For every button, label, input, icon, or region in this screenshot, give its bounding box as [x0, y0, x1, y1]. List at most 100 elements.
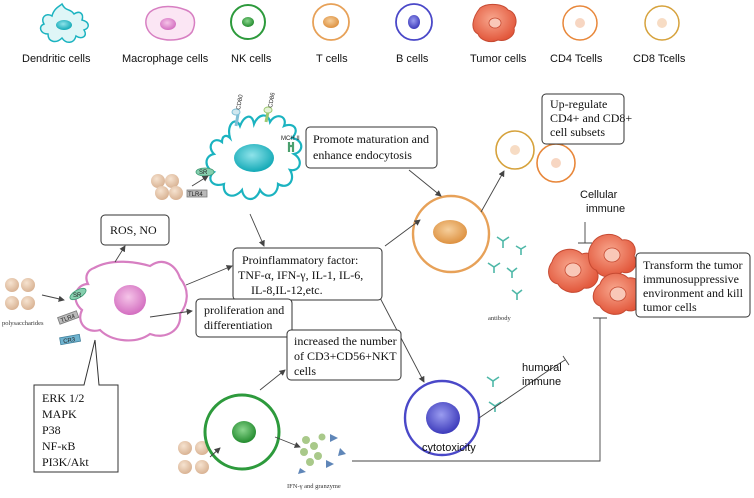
box-proliferation-line1: proliferation and: [204, 303, 284, 317]
box-maturation-line2: enhance endocytosis: [313, 148, 412, 162]
box-upregulate-line3: cell subsets: [550, 125, 605, 139]
arrow-t-cell-to-cd-subsets: [480, 170, 505, 213]
polysaccharide-particles: [5, 174, 209, 474]
ifn-granzyme-particles: [298, 433, 346, 474]
box-nkt-line3: cells: [294, 364, 316, 378]
legend-t-cell-icon: [312, 3, 350, 41]
b-cell: [403, 379, 481, 457]
cd4-cell: [536, 143, 576, 183]
box-transform: Transform the tumor immunosuppressive en…: [635, 252, 751, 318]
box-transform-line2: immunosuppressive: [643, 272, 739, 286]
arrow-macrophage-to-ros: [114, 245, 126, 263]
box-pathways-line3: P38: [42, 423, 61, 437]
cellular-immune-label-line1: Cellular: [580, 189, 618, 201]
box-pathways: ERK 1/2 MAPK P38 NF-κB PI3K/Akt: [33, 339, 119, 473]
dc-sr-label: SR: [199, 170, 208, 176]
arrow-macrophage-to-proliferation: [149, 308, 193, 318]
mac-sr-receptor-icon: [69, 287, 87, 301]
mac-cr3-label: CR3: [63, 337, 77, 345]
cellular-immune-label-line2: immune: [586, 203, 625, 215]
legend-cd4-cell-icon: [562, 5, 598, 41]
box-pathways-line2: MAPK: [42, 407, 77, 421]
box-proliferation: proliferation and differentiation: [195, 298, 293, 338]
antibodies: [486, 236, 527, 412]
arrow-nk-to-granzyme: [274, 436, 301, 448]
nk-cell: [203, 393, 281, 471]
arrow-maturation-to-t-cell: [408, 169, 442, 197]
legend-dendritic-cell-icon: [39, 2, 89, 43]
inhibit-cytotoxicity-to-tumor: [352, 317, 607, 462]
dc-tlr4-label: TLR4: [188, 192, 203, 198]
humoral-immune-label-line1: humoral: [522, 362, 562, 374]
arrow-nk-to-nkt: [259, 369, 286, 391]
inhibit-humoral-to-tumor: [478, 355, 570, 419]
mac-sr-label: SR: [73, 293, 82, 299]
arrow-dc-to-proinflammatory: [249, 213, 265, 247]
cd80-label: CD80: [236, 94, 245, 111]
box-transform-line3: environment and kill: [643, 286, 744, 300]
mac-tlr4-receptor-icon: [57, 310, 80, 325]
legend-cd8-cell-icon: [644, 5, 680, 41]
box-proinflammatory-line1: Proinflammatory factor:: [242, 253, 358, 267]
box-proinflammatory: Proinflammatory factor: TNF-α, IFN-γ, IL…: [232, 247, 383, 301]
box-proliferation-line2: differentiation: [204, 318, 272, 332]
tumor-cell-cluster: [548, 234, 642, 315]
cd80-receptor-icon: [231, 108, 241, 127]
box-transform-line4: tumor cells: [643, 300, 697, 314]
box-pathways-line4: NF-κB: [42, 439, 75, 453]
legend-tumor-label: Tumor cells: [470, 53, 527, 65]
box-transform-line1: Transform the tumor: [643, 258, 743, 272]
antibody-label: antibody: [488, 315, 511, 322]
box-upregulate: Up-regulate CD4+ and CD8+ cell subsets: [541, 93, 632, 145]
arrow-macrophage-to-proinflammatory: [185, 265, 233, 286]
legend-dendritic-label: Dendritic cells: [22, 53, 91, 65]
box-upregulate-line2: CD4+ and CD8+: [550, 111, 632, 125]
box-nkt: increased the number of CD3+CD56+NKT cel…: [286, 329, 402, 381]
cd86-receptor-icon: [263, 106, 273, 123]
arrows: [41, 169, 607, 462]
cd8-cell: [495, 130, 535, 170]
macrophage-receptors: SR TLR4 CR3: [57, 287, 87, 346]
mac-tlr4-label: TLR4: [60, 314, 76, 325]
legend-cd4-label: CD4 Tcells: [550, 53, 603, 65]
polysaccharides-label: polysaccharides: [2, 320, 44, 327]
box-upregulate-line1: Up-regulate: [550, 97, 607, 111]
box-ros-text: ROS, NO: [110, 223, 157, 237]
box-nkt-line2: of CD3+CD56+NKT: [294, 349, 397, 363]
box-pathways-line5: PI3K/Akt: [42, 455, 89, 469]
inhibit-cellular-to-tumor: [578, 222, 592, 244]
legend-nk-label: NK cells: [231, 53, 272, 65]
legend-macrophage-cell-icon: [145, 5, 196, 41]
ifn-granzyme-label: IFN-γ and granzyme: [287, 483, 341, 490]
legend-macrophage-label: Macrophage cells: [122, 53, 209, 65]
arrow-polysaccharide-to-macrophage: [41, 294, 65, 302]
legend-cd8-label: CD8 Tcells: [633, 53, 686, 65]
legend-tumor-cell-icon: [472, 3, 517, 43]
dc-tlr4-receptor-icon: [186, 189, 208, 198]
arrow-proinflammatory-to-t-cell: [384, 219, 421, 247]
arrow-polysaccharide-to-dc: [191, 175, 209, 187]
box-pathways-line1: ERK 1/2: [42, 391, 84, 405]
legend-nk-cell-icon: [230, 4, 266, 40]
legend: Dendritic cells Macrophage cells NK cell…: [22, 2, 686, 65]
box-nkt-line1: increased the number: [294, 334, 397, 348]
legend-b-cell-icon: [395, 3, 433, 41]
box-ros: ROS, NO: [100, 214, 170, 246]
box-maturation: Promote maturation and enhance endocytos…: [305, 126, 438, 169]
dendritic-cell: [205, 114, 303, 201]
mch2-label: MCH II: [281, 136, 300, 142]
cytotoxicity-label: cytotoxicity: [422, 442, 476, 454]
mac-cr3-receptor-icon: [59, 333, 82, 346]
mch2-receptor-icon: [287, 142, 295, 152]
cd86-label: CD86: [268, 92, 277, 109]
humoral-immune-label-line2: immune: [522, 376, 561, 388]
legend-t-label: T cells: [316, 53, 348, 65]
t-cell: [411, 194, 491, 274]
box-proinflammatory-line2: TNF-α, IFN-γ, IL-1, IL-6,: [238, 268, 363, 282]
macrophage-cell: [74, 260, 188, 342]
arrow-polysaccharide-to-nk: [209, 447, 221, 458]
legend-b-label: B cells: [396, 53, 429, 65]
box-maturation-line1: Promote maturation and: [313, 132, 429, 146]
box-proinflammatory-line3: IL-8,IL-12,etc.: [251, 283, 323, 297]
